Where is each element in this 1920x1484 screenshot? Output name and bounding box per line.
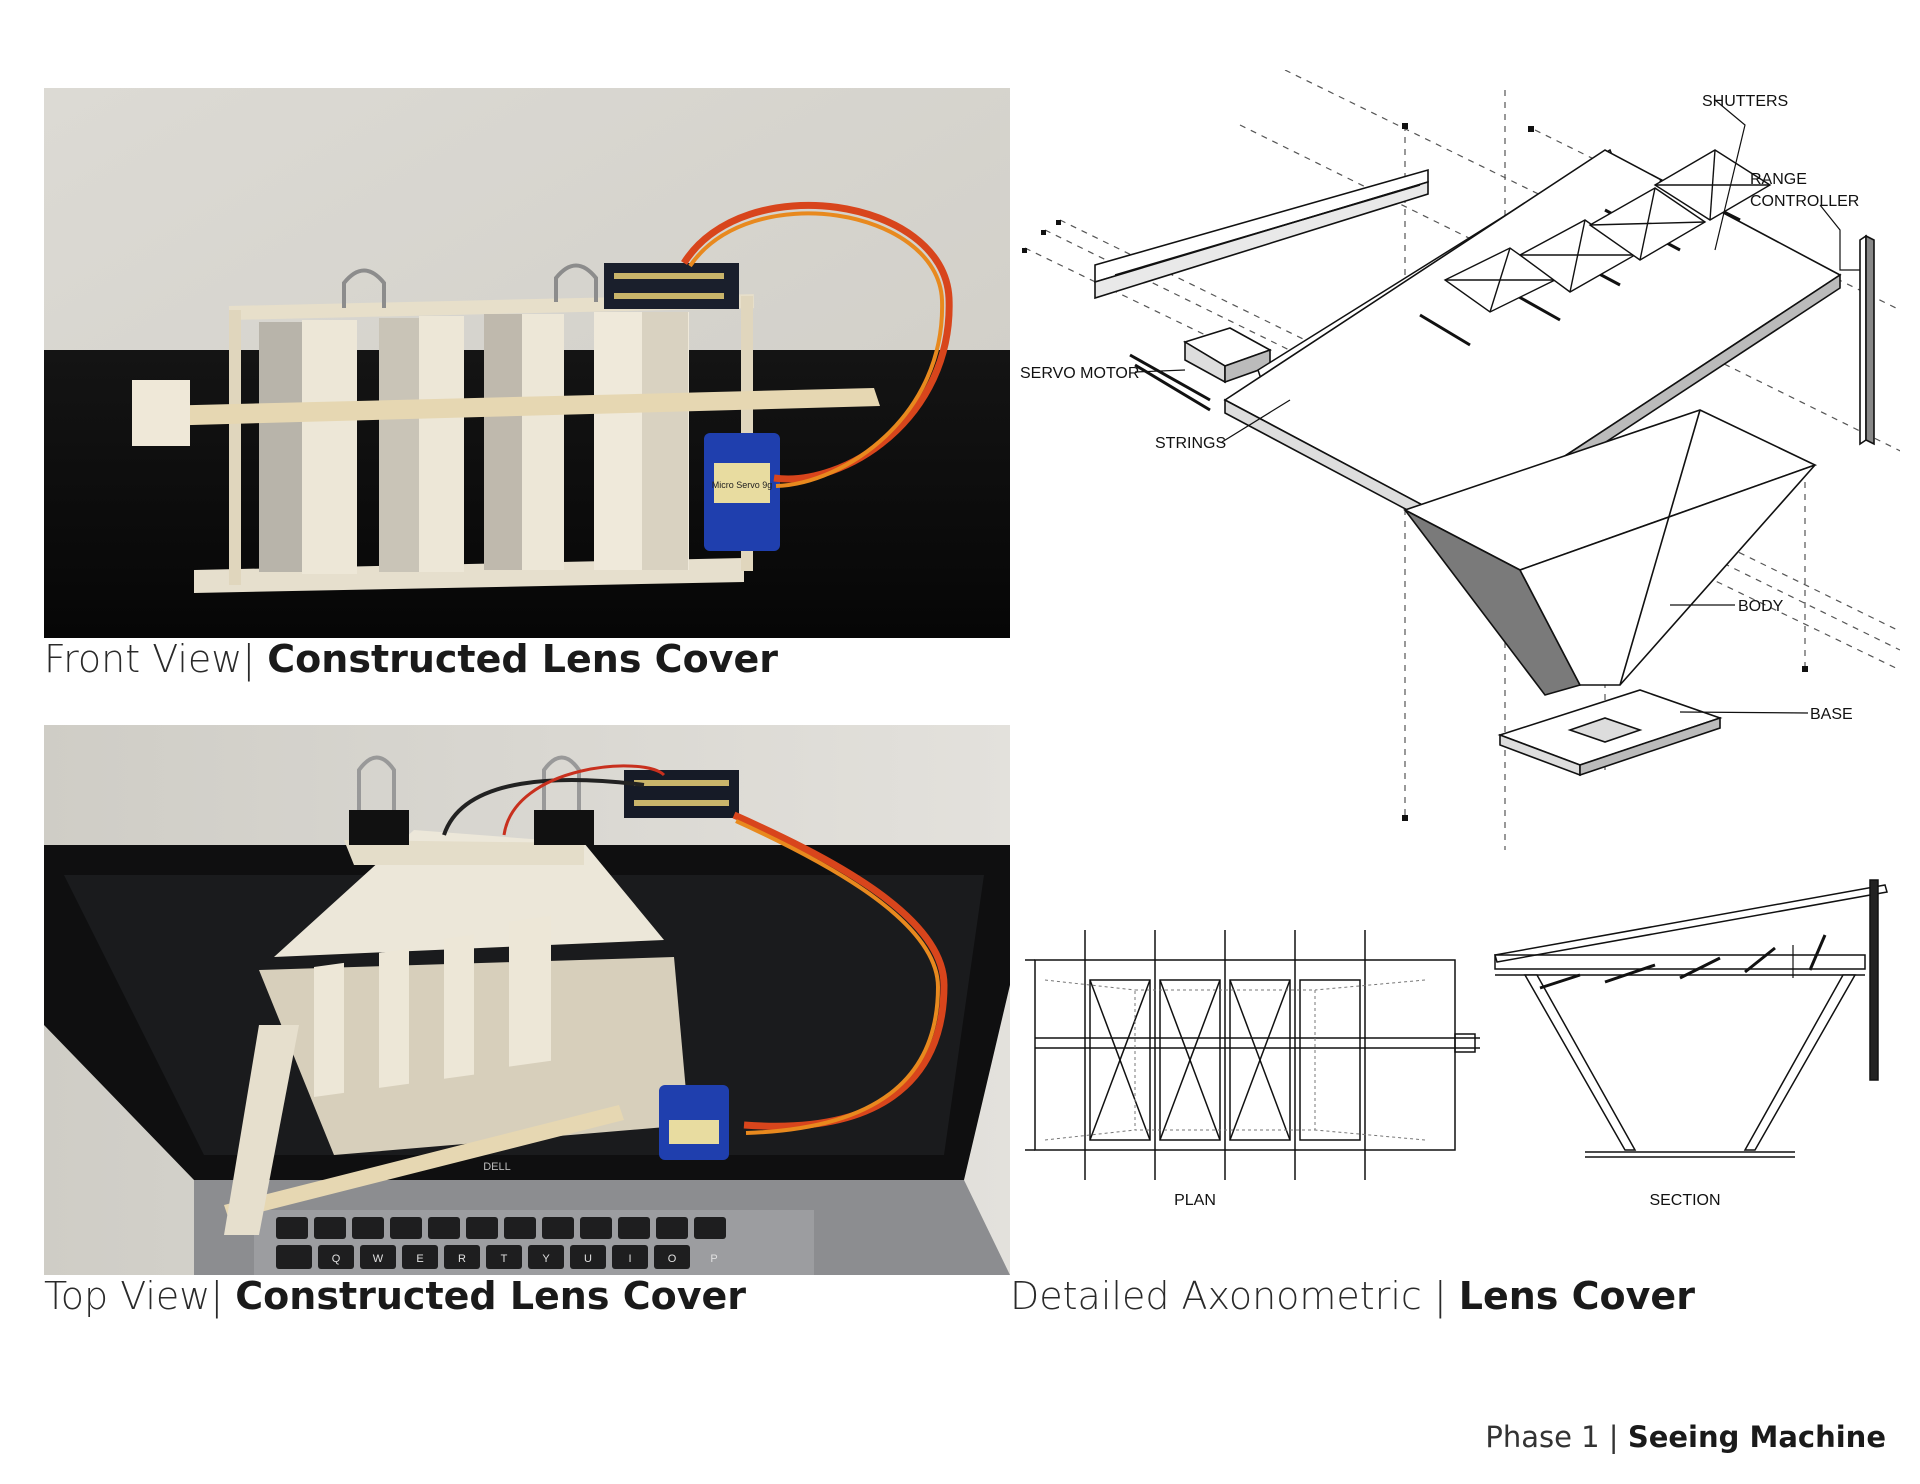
front-view-caption: Front View| Constructed Lens Cover bbox=[44, 637, 778, 681]
axo-servo-box bbox=[1183, 327, 1272, 384]
axo-caption: Detailed Axonometric | Lens Cover bbox=[1010, 1274, 1695, 1318]
svg-text:O: O bbox=[668, 1253, 677, 1265]
svg-text:I: I bbox=[628, 1253, 631, 1265]
top-view-caption: Top View| Constructed Lens Cover bbox=[44, 1274, 746, 1318]
binder-clip-icon bbox=[349, 755, 594, 845]
label-controller: CONTROLLER bbox=[1750, 193, 1859, 210]
svg-text:R: R bbox=[458, 1253, 466, 1265]
label-base: BASE bbox=[1810, 706, 1853, 723]
keyboard-keys bbox=[276, 1217, 726, 1269]
svg-text:Q: Q bbox=[332, 1253, 341, 1265]
svg-text:U: U bbox=[584, 1253, 592, 1265]
svg-text:DELL: DELL bbox=[483, 1161, 511, 1173]
svg-text:P: P bbox=[710, 1253, 717, 1265]
label-body: BODY bbox=[1738, 598, 1784, 615]
label-shutters: SHUTTERS bbox=[1702, 93, 1788, 110]
label-section: SECTION bbox=[1649, 1192, 1720, 1209]
label-range: RANGE bbox=[1750, 171, 1807, 188]
svg-text:Micro Servo 9g: Micro Servo 9g bbox=[712, 480, 773, 490]
svg-text:W: W bbox=[373, 1253, 384, 1265]
front-shutter-panels bbox=[259, 312, 689, 574]
axo-shutters bbox=[1443, 149, 1772, 313]
top-view-photo: Q W E R T Y U I O P DELL bbox=[44, 725, 1010, 1275]
label-strings: STRINGS bbox=[1155, 435, 1226, 452]
label-servo-motor: SERVO MOTOR bbox=[1020, 365, 1139, 382]
front-view-photo: Micro Servo 9g bbox=[44, 88, 1010, 638]
label-plan: PLAN bbox=[1174, 1192, 1216, 1209]
binder-clip-icon bbox=[342, 263, 598, 308]
svg-text:T: T bbox=[501, 1253, 508, 1265]
svg-text:E: E bbox=[416, 1253, 423, 1265]
axonometric-diagram: SHUTTERS RANGE CONTROLLER SERVO MOTOR ST… bbox=[1020, 70, 1900, 850]
axo-base bbox=[1497, 689, 1723, 777]
axo-range-controller bbox=[1859, 234, 1875, 446]
footer-title: Phase 1 | Seeing Machine bbox=[1485, 1420, 1886, 1454]
svg-text:Y: Y bbox=[542, 1253, 550, 1265]
plan-drawing: PLAN bbox=[1025, 930, 1480, 1209]
axo-body-funnel bbox=[1402, 409, 1818, 696]
section-drawing: SECTION bbox=[1494, 879, 1888, 1209]
